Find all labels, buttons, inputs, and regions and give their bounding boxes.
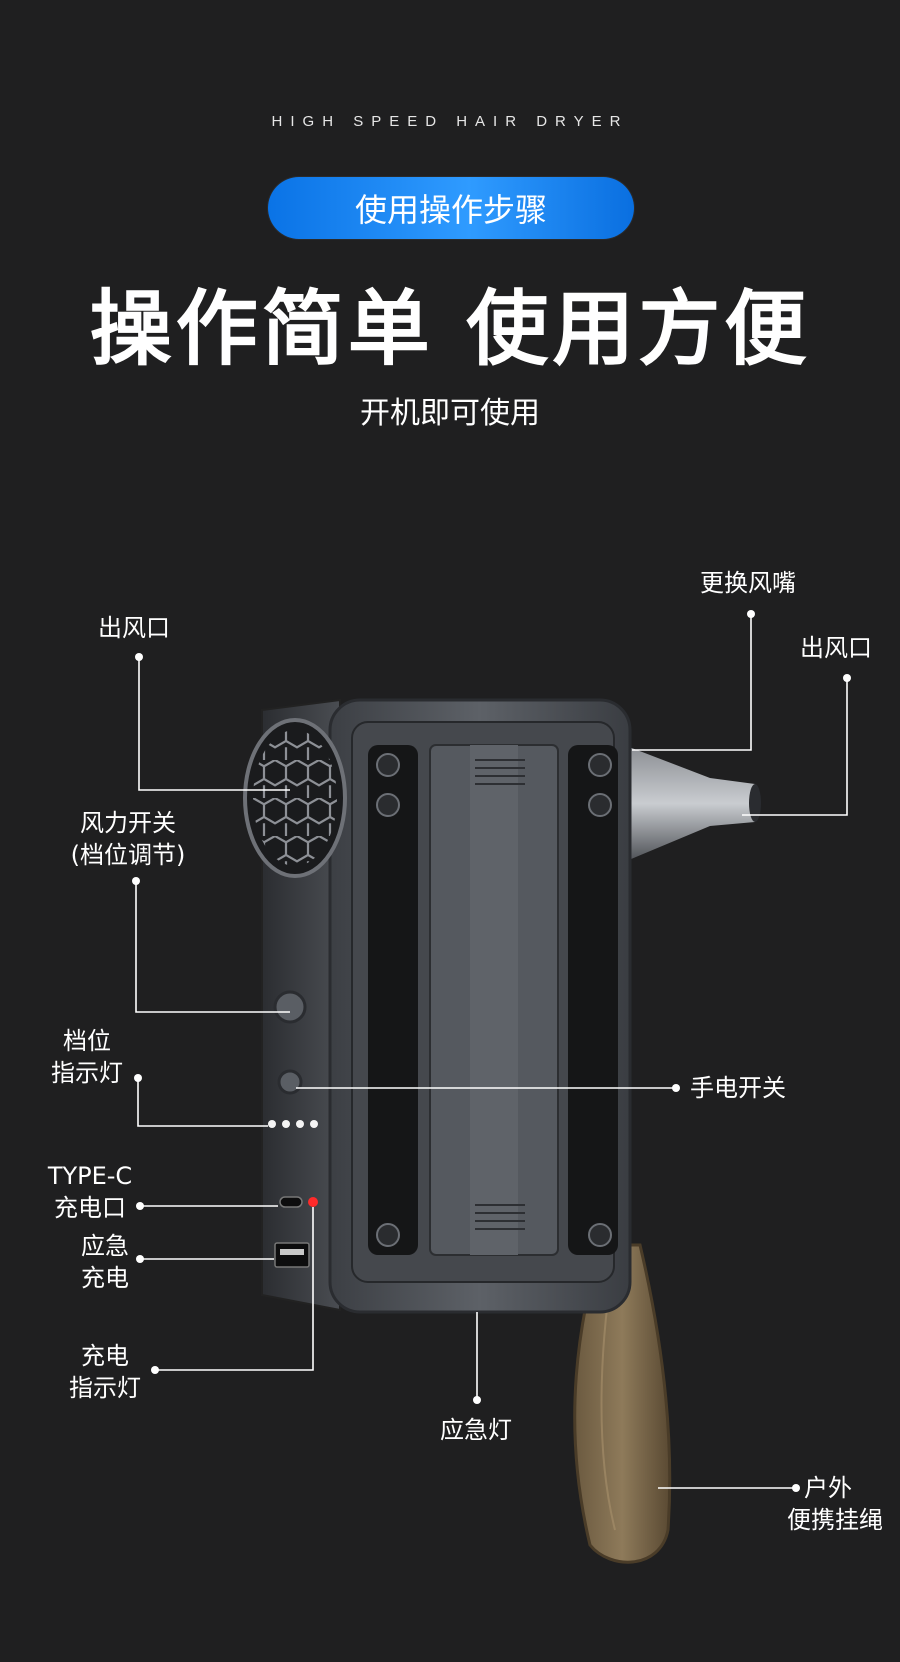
label-typec-line2: 充电口: [54, 1194, 126, 1222]
label-gear-indicator-line1: 档位: [63, 1027, 111, 1055]
label-lanyard-line2: 便携挂绳: [787, 1506, 883, 1534]
label-air-outlet-right: 出风口: [800, 634, 872, 662]
label-wind-switch-line2: (档位调节): [70, 841, 186, 869]
headline: 操作简单 使用方便: [89, 282, 811, 377]
label-charge-indicator-line1: 充电: [81, 1342, 129, 1370]
hex-grille-icon: [243, 718, 347, 878]
label-gear-indicator-line2: 指示灯: [51, 1059, 123, 1087]
label-flashlight-switch: 手电开关: [690, 1074, 786, 1102]
label-replace-nozzle: 更换风嘴: [700, 569, 796, 597]
label-gear-indicator: 档位 指示灯: [44, 1025, 130, 1089]
label-lanyard-line1: 户外: [804, 1474, 852, 1502]
label-charge-indicator-line2: 指示灯: [69, 1374, 141, 1402]
steps-badge: 使用操作步骤: [268, 177, 634, 239]
subheadline: 开机即可使用: [360, 396, 540, 431]
label-wind-switch-line1: 风力开关: [80, 809, 176, 837]
label-charge-indicator: 充电 指示灯: [60, 1340, 150, 1404]
label-typec: TYPE-C 充电口: [40, 1160, 140, 1224]
lanyard-strap: [573, 1243, 672, 1564]
label-emergency-charge-line2: 充电: [81, 1264, 129, 1292]
label-air-outlet-left: 出风口: [98, 614, 170, 642]
label-wind-switch: 风力开关 (档位调节): [58, 807, 198, 871]
label-lanyard: 户外 便携挂绳: [774, 1472, 896, 1536]
usb-c-port-icon: [279, 1196, 303, 1208]
flashlight-button: [277, 1069, 303, 1095]
charge-led: [308, 1197, 318, 1207]
tagline: HIGH SPEED HAIR DRYER: [271, 113, 629, 130]
label-emergency-light: 应急灯: [440, 1416, 512, 1444]
label-emergency-charge-line1: 应急: [81, 1232, 129, 1260]
label-emergency-charge: 应急 充电: [70, 1230, 140, 1294]
nozzle-icon: [624, 745, 761, 862]
wind-switch-button: [273, 990, 307, 1024]
label-typec-line1: TYPE-C: [47, 1162, 133, 1190]
led-indicator-icon: [268, 1120, 318, 1128]
